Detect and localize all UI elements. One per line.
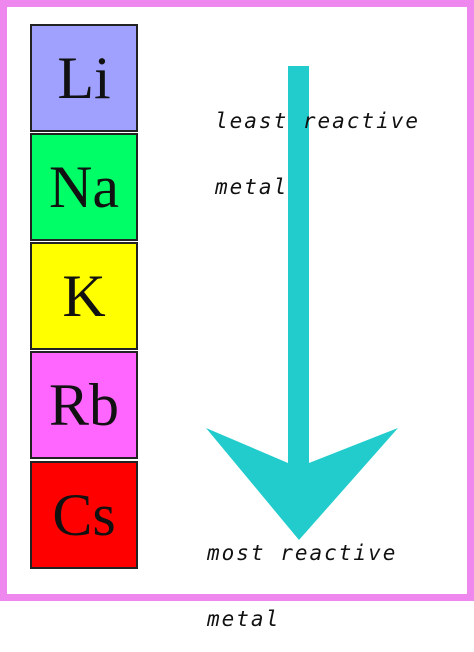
element-box-k: K (30, 242, 138, 350)
element-box-rb: Rb (30, 351, 138, 459)
arrow-shape (206, 66, 398, 540)
element-box-na: Na (30, 133, 138, 241)
most-reactive-line1: most reactive (207, 541, 398, 565)
least-reactive-line2: metal (215, 175, 289, 199)
down-arrow-icon (206, 66, 398, 540)
element-symbol-li: Li (57, 45, 111, 111)
element-symbol-k: K (62, 263, 106, 329)
element-symbol-rb: Rb (48, 372, 120, 438)
least-reactive-label: least reactive metal (215, 66, 420, 220)
most-reactive-label: most reactive metal (207, 498, 397, 652)
element-box-cs: Cs (30, 461, 138, 569)
element-symbol-na: Na (49, 154, 119, 220)
element-box-li: Li (30, 24, 138, 132)
most-reactive-line2: metal (207, 607, 281, 631)
least-reactive-line1: least reactive (215, 109, 421, 133)
element-symbol-cs: Cs (52, 482, 116, 548)
